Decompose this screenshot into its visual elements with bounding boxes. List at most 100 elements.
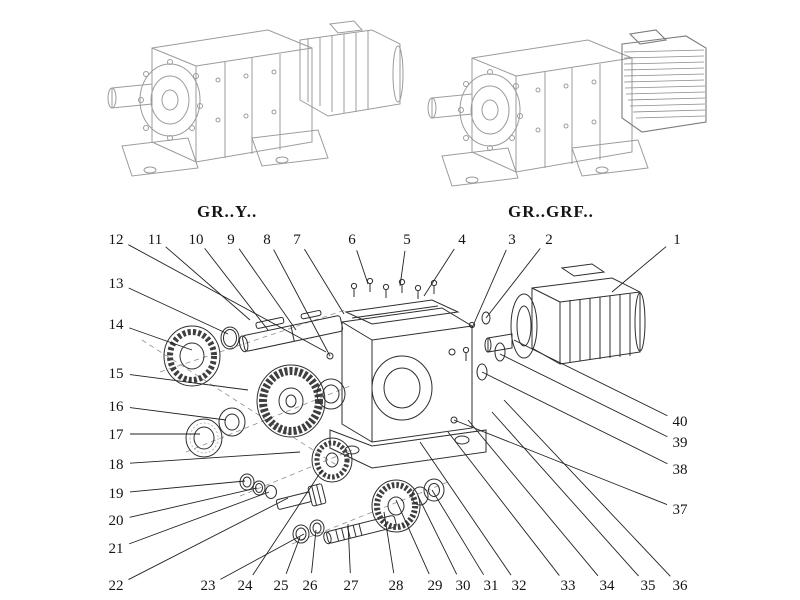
part-number-30: 30: [456, 578, 471, 594]
leader-line-3: [471, 249, 507, 329]
part-number-26: 26: [303, 578, 319, 594]
part-number-12: 12: [109, 232, 124, 248]
intermediate-shaft-group: [239, 437, 353, 510]
part-number-18: 18: [109, 457, 124, 473]
spacer-sleeve: [218, 407, 246, 437]
cover-plate: [344, 299, 460, 325]
part-number-32: 32: [512, 578, 527, 594]
part-number-20: 20: [109, 513, 124, 529]
part-number-17: 17: [109, 427, 125, 443]
washer: [411, 486, 429, 506]
leader-line-6: [356, 250, 369, 285]
leader-line-12: [128, 244, 327, 353]
leader-line-7: [304, 248, 345, 315]
gearbox-housing: [326, 307, 487, 469]
part-number-6: 6: [348, 232, 356, 248]
intermediate-gear: [311, 437, 353, 483]
part-number-40: 40: [673, 414, 688, 430]
leader-line-9: [238, 248, 297, 331]
leader-line-26: [311, 529, 317, 574]
snap-ring: [220, 326, 240, 350]
leader-line-11: [165, 246, 251, 321]
part-number-34: 34: [600, 578, 616, 594]
leader-line-24: [252, 469, 323, 576]
shaft-key-2: [300, 310, 322, 320]
variant-label-gr-y: GR..Y..: [197, 202, 258, 221]
part-number-25: 25: [274, 578, 289, 594]
gearmotor-right-drawing: [427, 29, 707, 187]
part-number-7: 7: [293, 232, 301, 248]
part-number-29: 29: [428, 578, 443, 594]
part-number-33: 33: [561, 578, 576, 594]
part-number-27: 27: [344, 578, 360, 594]
part-number-21: 21: [109, 541, 124, 557]
leader-line-36: [503, 399, 671, 577]
part-number-19: 19: [109, 486, 124, 502]
leader-line-32: [419, 441, 512, 576]
leader-line-39: [499, 353, 668, 438]
leader-line-20: [129, 487, 258, 518]
part-number-14: 14: [109, 317, 125, 333]
part-number-23: 23: [201, 578, 216, 594]
leader-line-22: [128, 497, 289, 580]
motor-left: [299, 20, 404, 117]
motor-right-compact: [621, 29, 707, 133]
part-number-22: 22: [109, 578, 124, 594]
leader-line-4: [423, 248, 455, 297]
motor-flange: [510, 293, 538, 359]
leader-line-15: [129, 374, 249, 391]
leader-line-40: [513, 339, 668, 417]
leader-line-37: [453, 419, 668, 506]
part-number-9: 9: [227, 232, 235, 248]
leader-line-10: [204, 248, 269, 331]
oil-plug: [326, 352, 334, 360]
leader-line-29: [395, 499, 430, 575]
leader-line-38: [481, 371, 668, 465]
part-number-39: 39: [673, 435, 688, 451]
part-number-1: 1: [673, 232, 681, 248]
terminal-box: [560, 263, 606, 277]
input-gear: [371, 479, 421, 533]
cover-bolts: [350, 277, 438, 300]
exploded-view-drawing: [141, 263, 646, 545]
leader-line-23: [220, 533, 305, 580]
leader-line-35: [491, 411, 639, 577]
part-number-38: 38: [673, 462, 688, 478]
part-number-16: 16: [109, 399, 125, 415]
bearing-large: [185, 418, 223, 458]
exploded-motor: [484, 263, 646, 365]
pinion-shaft: [275, 483, 327, 510]
leader-line-18: [129, 451, 301, 464]
leader-line-21: [128, 491, 270, 545]
output-shaft-stub: [111, 83, 153, 109]
part-number-3: 3: [508, 232, 516, 248]
motor-shaft: [487, 333, 513, 353]
leader-line-28: [383, 511, 395, 574]
leader-line-33: [447, 431, 560, 576]
part-number-31: 31: [484, 578, 499, 594]
part-number-4: 4: [458, 232, 466, 248]
shaft-key-1: [255, 316, 285, 329]
input-adapter-parts: [462, 311, 506, 381]
bearing-small: [423, 478, 445, 502]
mounting-feet: [329, 429, 487, 469]
part-number-13: 13: [109, 276, 124, 292]
leader-line-16: [129, 407, 227, 421]
leader-line-31: [431, 489, 484, 576]
leader-line-13: [128, 287, 229, 335]
leader-line-19: [129, 480, 246, 493]
part-number-2: 2: [545, 232, 553, 248]
leader-line-25: [285, 536, 301, 575]
part-number-11: 11: [148, 232, 162, 248]
variant-label-gr-grf: GR..GRF..: [508, 202, 594, 221]
leader-line-27: [347, 523, 351, 574]
part-number-35: 35: [641, 578, 656, 594]
leader-line-8: [273, 249, 331, 357]
part-number-8: 8: [263, 232, 271, 248]
part-number-10: 10: [189, 232, 204, 248]
part-number-37: 37: [673, 502, 689, 518]
part-number-28: 28: [389, 578, 404, 594]
